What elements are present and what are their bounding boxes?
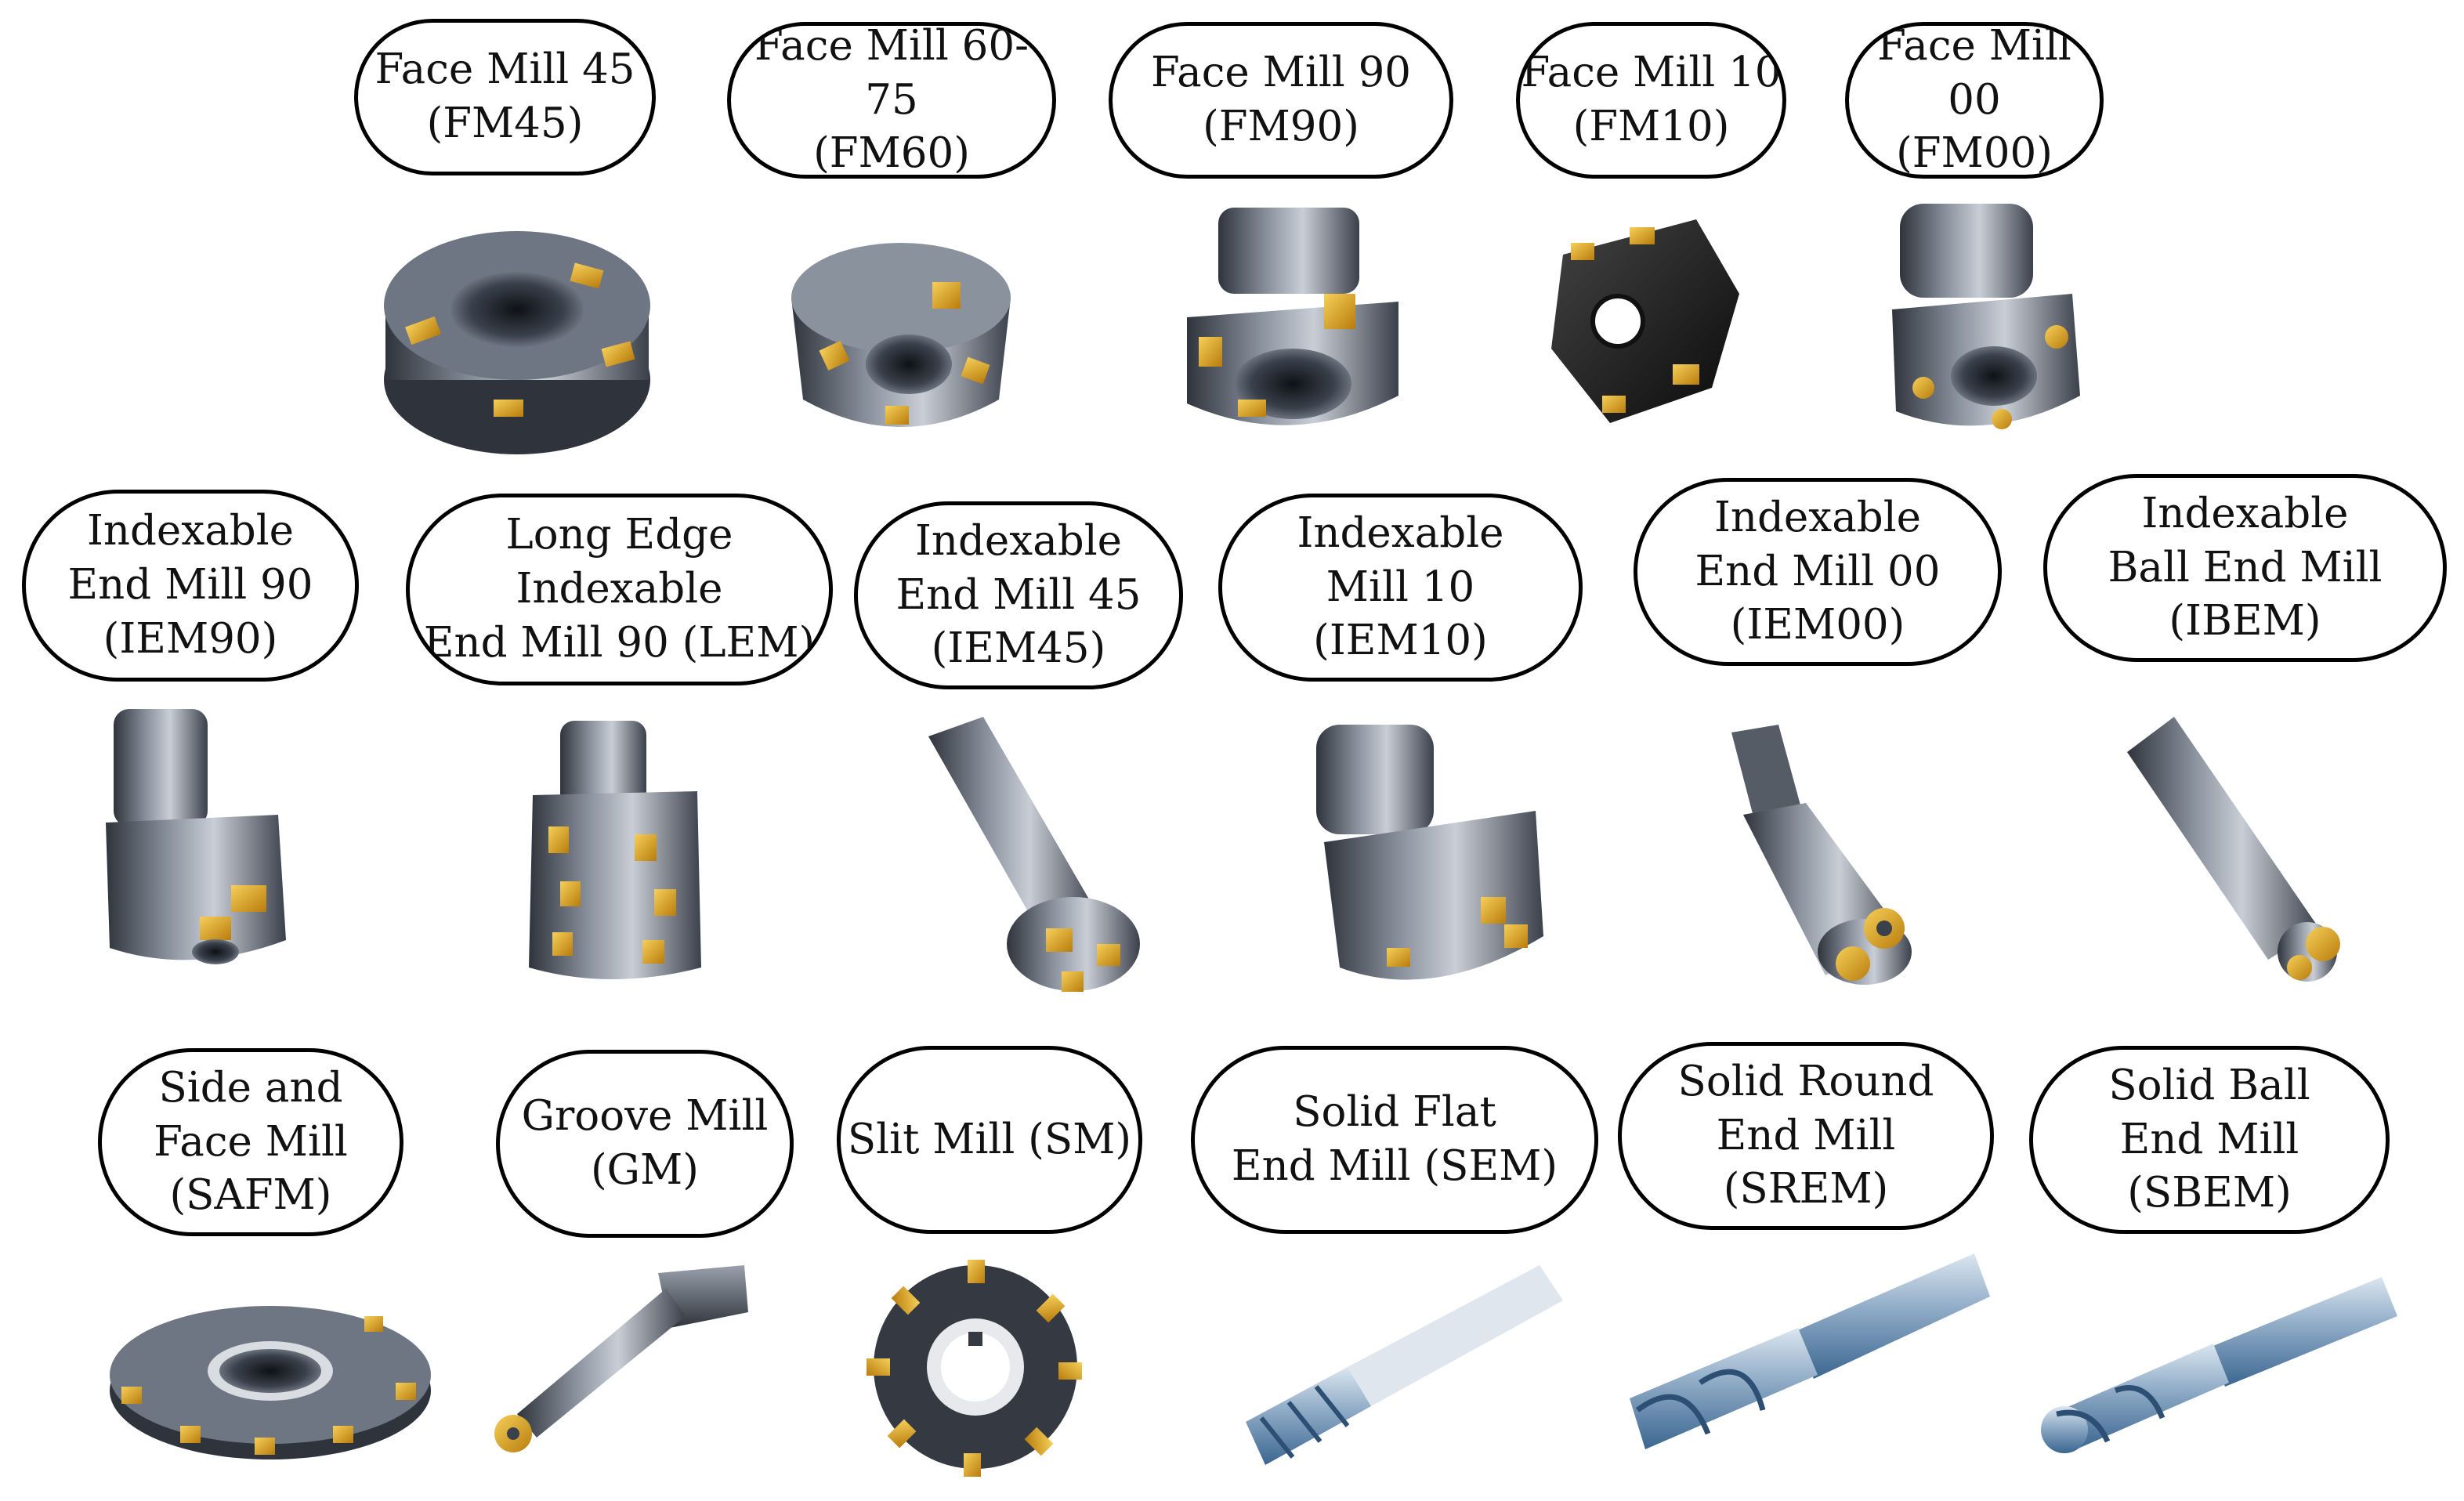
long-edge-end-mill-image (517, 717, 713, 991)
indexable-end-mill-90-image (98, 705, 298, 979)
label-face-mill-10: Face Mill 10 (FM10) (1516, 22, 1786, 179)
label-indexable-mill-10: Indexable Mill 10 (IEM10) (1218, 494, 1583, 682)
face-mill-00-image (1876, 200, 2096, 447)
label-solid-ball-end-mill: Solid Ball End Mill (SBEM) (2029, 1046, 2390, 1234)
solid-round-end-mill-image (1614, 1250, 1994, 1461)
label-face-mill-00: Face Mill 00 (FM00) (1845, 22, 2104, 179)
solid-flat-end-mill-image (1230, 1257, 1567, 1469)
label-groove-mill: Groove Mill (GM) (496, 1050, 794, 1238)
indexable-end-mill-45-image (917, 717, 1160, 1011)
label-solid-flat-end-mill: Solid Flat End Mill (SEM) (1191, 1046, 1598, 1234)
face-mill-45-image (376, 212, 662, 462)
groove-mill-image (470, 1257, 752, 1465)
label-face-mill-45: Face Mill 45 (FM45) (354, 19, 656, 175)
label-indexable-ball-end-mill: Indexable Ball End Mill (IBEM) (2043, 474, 2447, 662)
side-and-face-mill-image (106, 1285, 435, 1465)
indexable-ball-end-mill-image (2123, 717, 2366, 987)
slit-mill-image (862, 1253, 1089, 1481)
label-side-and-face-mill: Side and Face Mill (SAFM) (98, 1048, 403, 1236)
indexable-mill-10-image (1301, 717, 1559, 1003)
label-face-mill-60: Face Mill 60-75 (FM60) (727, 22, 1056, 179)
label-indexable-end-mill-00: Indexable End Mill 00 (IEM00) (1634, 478, 2002, 666)
label-long-edge-indexable: Long Edge Indexable End Mill 90 (LEM) (406, 494, 833, 685)
label-indexable-end-mill-45: Indexable End Mill 45 (IEM45) (854, 501, 1183, 689)
label-slit-mill: Slit Mill (SM) (837, 1046, 1142, 1234)
face-mill-10-image (1540, 208, 1751, 431)
solid-ball-end-mill-image (2029, 1273, 2401, 1469)
label-indexable-end-mill-90: Indexable End Mill 90 (IEM90) (22, 490, 359, 682)
label-solid-round-end-mill: Solid Round End Mill (SREM) (1618, 1042, 1994, 1230)
label-face-mill-90: Face Mill 90 (FM90) (1109, 22, 1453, 179)
face-mill-90-image (1175, 200, 1410, 458)
face-mill-60-image (776, 212, 1026, 454)
indexable-end-mill-00-image (1700, 725, 1951, 991)
